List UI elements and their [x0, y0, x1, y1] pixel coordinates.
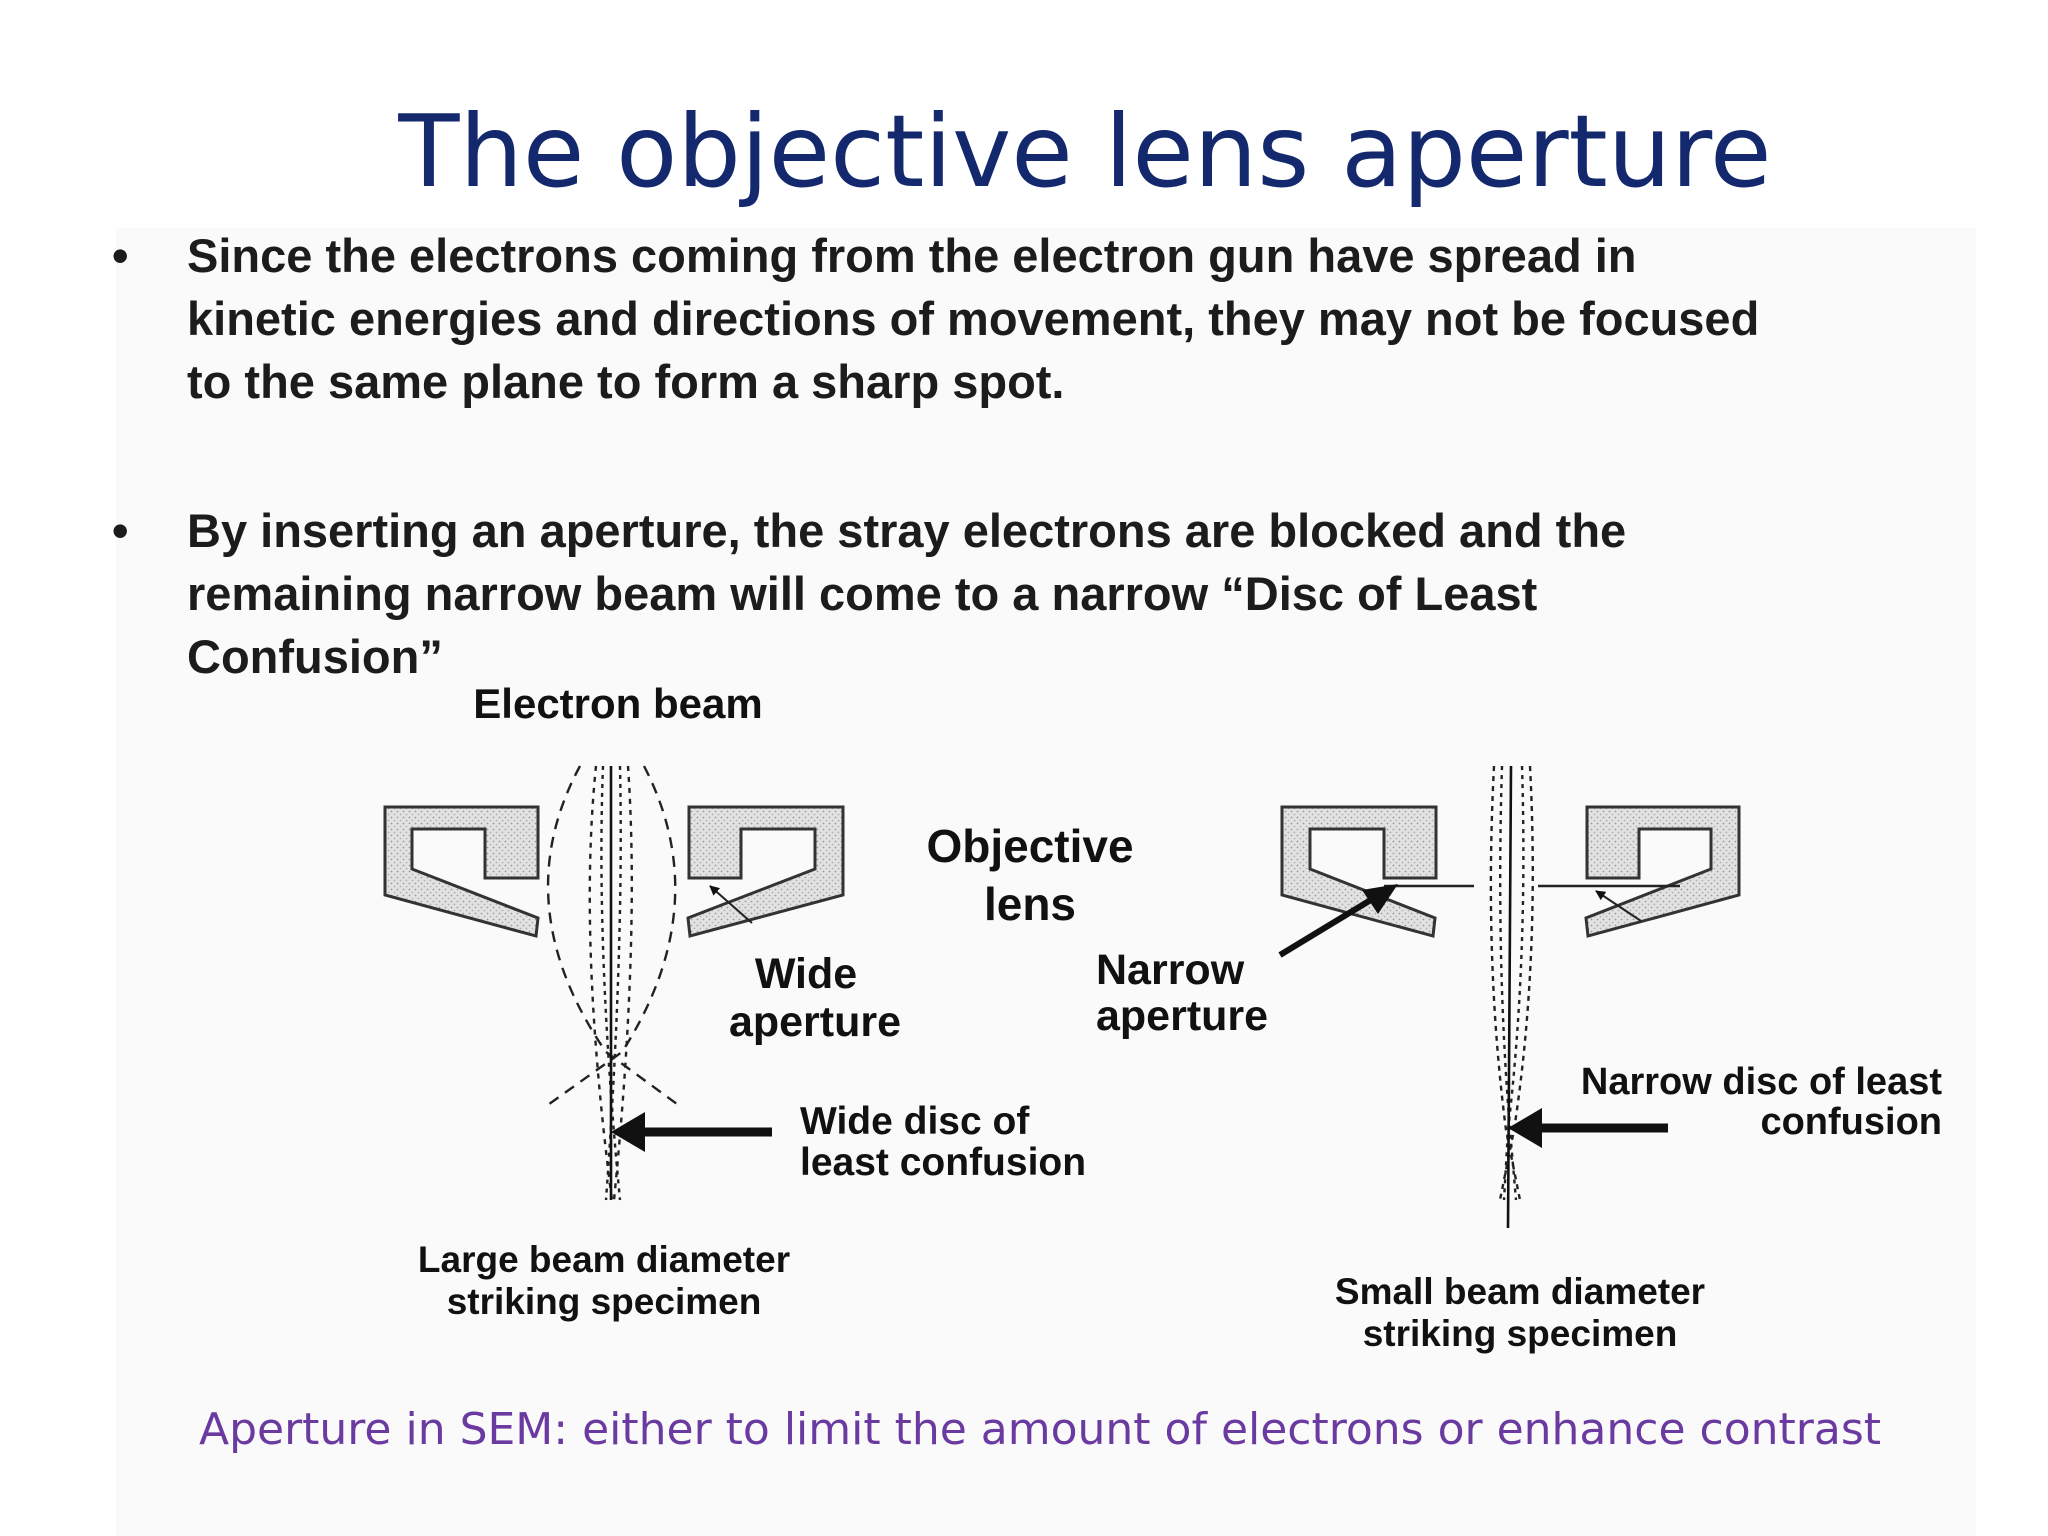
left-inner-ray-left: [588, 765, 614, 1201]
right-pole-piece-right: [1584, 805, 1741, 938]
slide-title: The objective lens aperture: [398, 93, 1772, 210]
label-electron-beam: Electron beam: [473, 680, 762, 727]
label-narrow-disc-line-2: confusion: [1760, 1101, 1942, 1143]
right-lens-assembly: [1280, 805, 1741, 938]
right-disc-arrow: [1508, 1108, 1668, 1148]
bullet-2-marker: •: [112, 504, 129, 557]
bullet-2-line-2: remaining narrow beam will come to a nar…: [187, 567, 1538, 620]
bullet-1-line-2: kinetic energies and directions of movem…: [187, 292, 1760, 345]
bullet-2-text: By inserting an aperture, the stray elec…: [187, 499, 2047, 688]
label-narrow-aperture-line-1: Narrow: [1096, 946, 1245, 994]
bullet-1-marker: •: [112, 229, 129, 282]
right-beam-rays: [1489, 765, 1534, 1229]
left-pole-piece-left: [383, 805, 540, 938]
slide-caption: Aperture in SEM: either to limit the amo…: [198, 1404, 1882, 1455]
left-inner-ray-left-2: [600, 765, 622, 1201]
right-ray-left-2: [1499, 765, 1518, 1201]
left-outer-ray-right: [544, 765, 677, 1108]
right-ray-left: [1489, 765, 1522, 1201]
right-pole-piece-left: [1280, 805, 1438, 938]
left-disc-arrow: [611, 1112, 772, 1152]
bullet-1-line-3: to the same plane to form a sharp spot.: [187, 355, 1065, 408]
left-aperture-pointer: [709, 885, 753, 924]
bullet-1-line-1: Since the electrons coming from the elec…: [187, 229, 1637, 282]
left-inner-ray-right-2: [604, 765, 622, 1201]
label-large-beam-line-1: Large beam diameter: [418, 1239, 790, 1280]
label-objective-lens-line-1: Objective: [926, 820, 1133, 872]
bullet-2-line-1: By inserting an aperture, the stray elec…: [187, 504, 1627, 557]
label-large-beam-line-2: striking specimen: [447, 1281, 762, 1322]
label-wide-aperture-line-1: Wide: [755, 950, 857, 998]
right-aperture-pointer: [1595, 890, 1642, 922]
right-beam-axis: [1506, 765, 1513, 1229]
label-objective-lens-line-2: lens: [984, 878, 1076, 930]
label-narrow-aperture-line-2: aperture: [1096, 992, 1268, 1040]
bullet-2-line-3: Confusion”: [187, 630, 443, 683]
right-ray-right: [1498, 765, 1534, 1201]
label-wide-aperture-line-2: aperture: [729, 998, 901, 1046]
label-narrow-disc-line-1: Narrow disc of least: [1581, 1061, 1942, 1103]
bullet-1-text: Since the electrons coming from the elec…: [187, 224, 2047, 413]
label-small-beam-line-2: striking specimen: [1363, 1313, 1678, 1354]
label-small-beam-line-1: Small beam diameter: [1335, 1271, 1705, 1312]
right-ray-right-2: [1502, 765, 1525, 1201]
left-outer-ray-left: [546, 765, 682, 1108]
narrow-aperture-arrow: [1278, 884, 1398, 958]
label-wide-disc-line-1: Wide disc of: [800, 1100, 1030, 1143]
left-lens-assembly: [383, 805, 845, 938]
left-pole-piece-right: [686, 805, 845, 938]
label-wide-disc-line-2: least confusion: [800, 1141, 1086, 1184]
